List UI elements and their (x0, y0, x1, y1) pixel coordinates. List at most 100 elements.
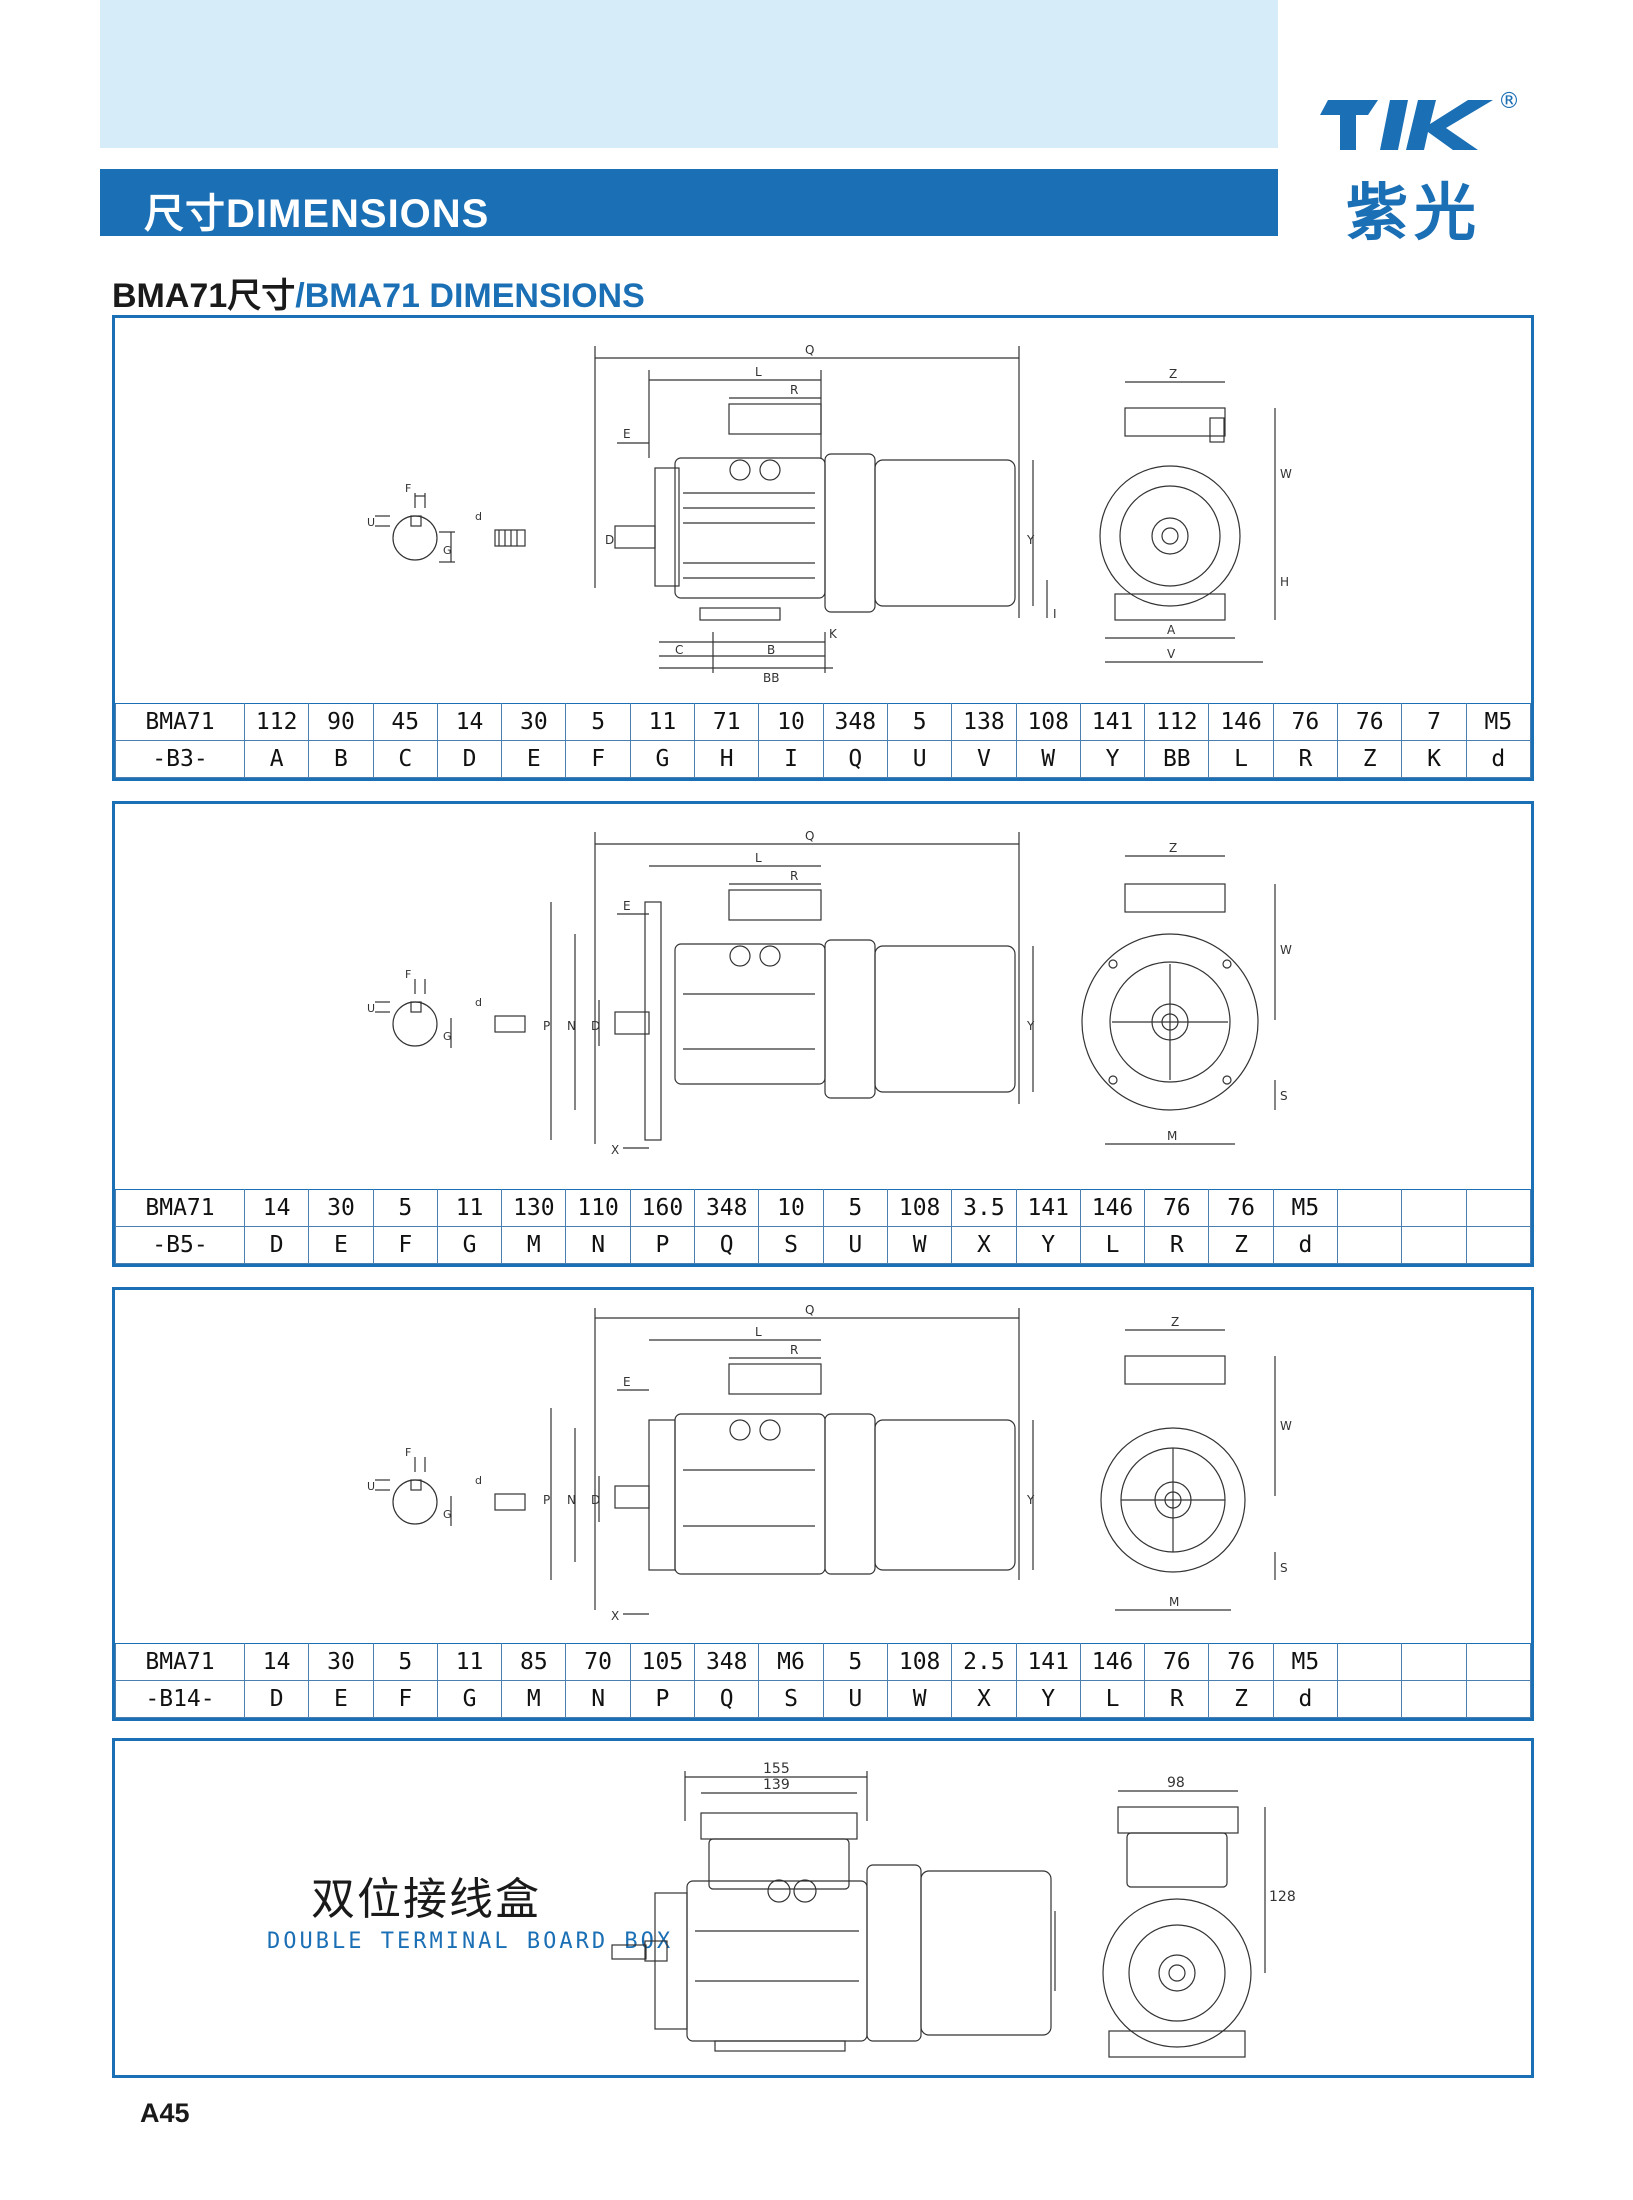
table-cell: M6 (758, 1643, 824, 1681)
table-cell: Y (1079, 740, 1146, 778)
table-cell: 71 (694, 703, 760, 741)
title-bar: 尺寸DIMENSIONS (100, 169, 1278, 236)
table-cell: 108 (1015, 703, 1081, 741)
page-title: 尺寸DIMENSIONS (144, 192, 490, 236)
table-cell: 5 (372, 1643, 438, 1681)
table-cell (1401, 1226, 1467, 1264)
dim-label-U: U (367, 1480, 375, 1493)
table-cell: Q (694, 1680, 760, 1718)
dim-label-P: P (543, 1019, 550, 1033)
dim-label-I: I (1053, 607, 1057, 621)
motor-side-view (594, 346, 1048, 673)
table-cell: -B3- (115, 740, 245, 778)
table-cell: 160 (629, 1189, 696, 1227)
dim-label-E: E (623, 1375, 631, 1389)
table-cell: 45 (372, 703, 438, 741)
dim-label-V: V (1167, 647, 1176, 661)
dim-label-G: G (443, 1030, 452, 1043)
dim-label-155: 155 (763, 1761, 790, 1777)
dim-label-N: N (567, 1493, 576, 1507)
motor-end-view (1081, 855, 1276, 1145)
table-cell: BB (1144, 740, 1210, 778)
motor-end-view (1099, 381, 1276, 663)
table-cell: F (372, 1226, 438, 1264)
dim-label-Q: Q (805, 1303, 814, 1317)
table-cell: 30 (308, 1643, 374, 1681)
dim-label-W: W (1280, 1419, 1292, 1433)
table-cell (1465, 1189, 1532, 1227)
header-band (100, 0, 1278, 148)
table-cell: X (951, 1680, 1017, 1718)
table-cell: Q (822, 740, 888, 778)
table-cell: 348 (694, 1189, 760, 1227)
table-cell: 14 (243, 1189, 310, 1227)
table-cell: U (822, 1680, 888, 1718)
table-cell (1337, 1680, 1403, 1718)
page-number: A45 (140, 2098, 190, 2128)
table-row-values: BMA71 14 30 5 11 85 70 105 348 M6 5 108 … (115, 1643, 1532, 1681)
table-cell: 90 (308, 703, 374, 741)
dim-label-D: D (591, 1493, 600, 1507)
table-cell (1465, 1226, 1532, 1264)
table-cell (1401, 1643, 1467, 1681)
dim-label-N: N (567, 1019, 576, 1033)
table-cell: 76 (1208, 1643, 1274, 1681)
table-cell (1401, 1680, 1467, 1718)
table-cell: M5 (1272, 1189, 1339, 1227)
table-cell: 14 (436, 703, 503, 741)
dim-label-98: 98 (1167, 1775, 1185, 1791)
table-cell: A (243, 740, 310, 778)
table-cell: 130 (501, 1189, 567, 1227)
table-cell: Y (1015, 1680, 1081, 1718)
dims-table-b5: BMA71 14 30 5 11 130 110 160 348 10 5 10… (115, 1189, 1532, 1264)
table-row-values: BMA71 112 90 45 14 30 5 11 71 10 348 5 1… (115, 703, 1532, 741)
dim-label-W: W (1280, 943, 1292, 957)
dim-label-R: R (790, 1343, 798, 1357)
dim-label-X: X (611, 1609, 619, 1623)
table-cell (1337, 1189, 1403, 1227)
table-cell: 76 (1272, 703, 1339, 741)
dim-label-128: 128 (1269, 1889, 1296, 1905)
table-cell: U (822, 1226, 888, 1264)
table-cell: 5 (565, 703, 631, 741)
table-cell (1337, 1643, 1403, 1681)
table-cell: 5 (886, 703, 953, 741)
table-cell: 85 (501, 1643, 567, 1681)
table-cell: 30 (501, 703, 567, 741)
table-cell: Q (694, 1226, 760, 1264)
dim-label-d: d (475, 1474, 482, 1487)
dim-label-U: U (367, 516, 375, 529)
table-cell: d (1272, 1680, 1339, 1718)
dim-label-Y: Y (1026, 533, 1035, 547)
panel-junction-box: 双位接线盒 DOUBLE TERMINAL BOARD BOX 155 139 (112, 1738, 1534, 2078)
table-cell: P (629, 1680, 696, 1718)
table-cell: U (886, 740, 953, 778)
table-cell: S (758, 1680, 824, 1718)
table-cell: S (758, 1226, 824, 1264)
table-cell: 108 (886, 1189, 953, 1227)
table-cell: 141 (1015, 1189, 1081, 1227)
dim-label-S: S (1280, 1561, 1288, 1575)
table-cell: 11 (629, 703, 696, 741)
drawing-junction-box: 155 139 98 128 (611, 1761, 1296, 2058)
shaft-key-detail (375, 493, 526, 563)
table-cell: B (308, 740, 374, 778)
table-cell: 110 (565, 1189, 631, 1227)
table-cell (1465, 1643, 1532, 1681)
dim-label-M: M (1169, 1595, 1179, 1609)
table-cell: 30 (308, 1189, 374, 1227)
table-cell: 5 (822, 1643, 888, 1681)
dim-label-Z: Z (1169, 841, 1177, 855)
table-cell: Z (1337, 740, 1403, 778)
table-cell: 5 (372, 1189, 438, 1227)
table-cell: E (308, 1226, 374, 1264)
dim-label-Q: Q (805, 829, 814, 843)
table-cell: 7 (1401, 703, 1467, 741)
dim-label-Y: Y (1026, 1019, 1035, 1033)
dim-label-Y: Y (1026, 1493, 1035, 1507)
table-cell: 112 (1144, 703, 1210, 741)
table-cell: G (436, 1226, 503, 1264)
table-cell: -B5- (115, 1226, 245, 1264)
table-cell: K (1401, 740, 1467, 778)
section-title-en: /BMA71 DIMENSIONS (295, 277, 645, 315)
